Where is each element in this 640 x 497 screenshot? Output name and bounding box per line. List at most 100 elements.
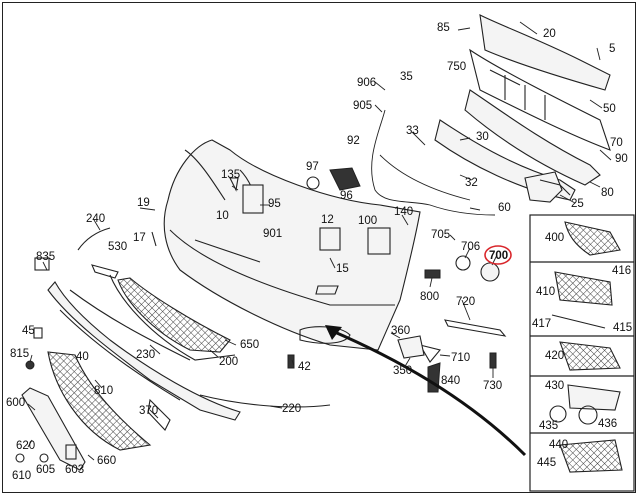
ring-436 [578, 405, 598, 425]
label-80: 80 [601, 187, 614, 199]
wiring-harness [371, 109, 496, 216]
label-45: 45 [22, 325, 35, 337]
label-730: 730 [483, 380, 502, 392]
wiring-harness-60 [379, 154, 471, 201]
callout-arrowhead [325, 325, 342, 340]
label-706: 706 [461, 241, 480, 253]
label-17: 17 [133, 232, 146, 244]
label-97: 97 [306, 161, 319, 173]
screw-800 [424, 269, 441, 279]
label-705: 705 [431, 229, 450, 241]
trim-strip-240 [77, 227, 111, 251]
strip-415 [551, 314, 606, 329]
part-710 [418, 344, 441, 363]
trim-720 [444, 319, 507, 337]
label-417: 417 [532, 318, 551, 330]
lower-grille-810 [47, 351, 152, 451]
leader-lines [27, 21, 612, 461]
clip-17 [151, 231, 157, 247]
label-650: 650 [240, 339, 259, 351]
label-700: 700 [489, 250, 508, 262]
label-435: 435 [539, 420, 558, 432]
label-96: 96 [340, 190, 353, 202]
frame-430 [567, 384, 621, 411]
label-50: 50 [603, 103, 616, 115]
label-12: 12 [321, 214, 334, 226]
label-240: 240 [86, 213, 105, 225]
bumper-cover [163, 139, 421, 351]
highlight-700 [484, 245, 512, 265]
label-710: 710 [451, 352, 470, 364]
part-603 [65, 444, 77, 460]
label-720: 720 [456, 296, 475, 308]
label-840: 840 [441, 375, 460, 387]
label-60: 60 [498, 202, 511, 214]
lower-grille-mesh [117, 277, 231, 353]
strip-230 [69, 289, 191, 361]
label-605: 605 [36, 464, 55, 476]
ring-435 [549, 405, 567, 423]
part-labels: 20 85 906 35 750 905 5 50 92 33 30 70 90… [6, 22, 632, 482]
label-5: 5 [609, 43, 615, 55]
part-370 [147, 398, 171, 431]
label-35: 35 [400, 71, 413, 83]
label-400: 400 [545, 232, 564, 244]
label-600: 600 [6, 397, 25, 409]
bracket-100 [367, 227, 391, 255]
label-610: 610 [12, 470, 31, 482]
screw-610 [15, 453, 25, 463]
label-410: 410 [536, 286, 555, 298]
label-815: 815 [10, 348, 29, 360]
label-135: 135 [221, 169, 240, 181]
bracket-80 [539, 179, 571, 196]
sensor-ring-97 [306, 176, 320, 190]
label-436: 436 [598, 418, 617, 430]
label-530: 530 [108, 241, 127, 253]
label-230: 230 [136, 349, 155, 361]
label-220: 220 [282, 403, 301, 415]
label-430: 430 [545, 380, 564, 392]
label-19: 19 [137, 197, 150, 209]
label-906: 906 [357, 77, 376, 89]
label-416: 416 [612, 265, 631, 277]
label-440: 440 [549, 439, 568, 451]
upper-reinforcement [434, 14, 611, 201]
label-800: 800 [420, 291, 439, 303]
label-90: 90 [615, 153, 628, 165]
label-10: 10 [216, 210, 229, 222]
label-70: 70 [610, 137, 623, 149]
cover-420 [559, 341, 621, 371]
front-spoiler [47, 281, 241, 421]
label-445: 445 [537, 457, 556, 469]
label-140: 140 [394, 206, 413, 218]
label-30: 30 [476, 131, 489, 143]
label-92: 92 [347, 135, 360, 147]
fog-cover-400 [564, 221, 621, 256]
bracket-25 [524, 171, 563, 203]
grille-frame-200 [109, 274, 236, 361]
label-200: 200 [219, 356, 238, 368]
label-32: 32 [465, 177, 478, 189]
label-100: 100 [358, 215, 377, 227]
bracket-530 [91, 264, 119, 279]
label-95: 95 [268, 198, 281, 210]
strip-220 [199, 394, 331, 408]
label-33: 33 [406, 125, 419, 137]
label-810: 810 [94, 385, 113, 397]
bolt-135 [229, 177, 239, 192]
spoiler-strip-40 [59, 309, 181, 401]
clip-19 [139, 207, 156, 211]
screw-815 [25, 360, 35, 370]
label-835: 835 [36, 251, 55, 263]
label-25: 25 [571, 198, 584, 210]
label-415: 415 [613, 322, 632, 334]
bracket-360 [397, 335, 425, 359]
label-750: 750 [447, 61, 466, 73]
label-40: 40 [76, 351, 89, 363]
label-360: 360 [391, 325, 410, 337]
control-unit-95 [242, 184, 264, 214]
label-350: 350 [393, 365, 412, 377]
label-603: 603 [65, 464, 84, 476]
insert-440 [559, 439, 623, 473]
inset-panels [529, 214, 635, 492]
